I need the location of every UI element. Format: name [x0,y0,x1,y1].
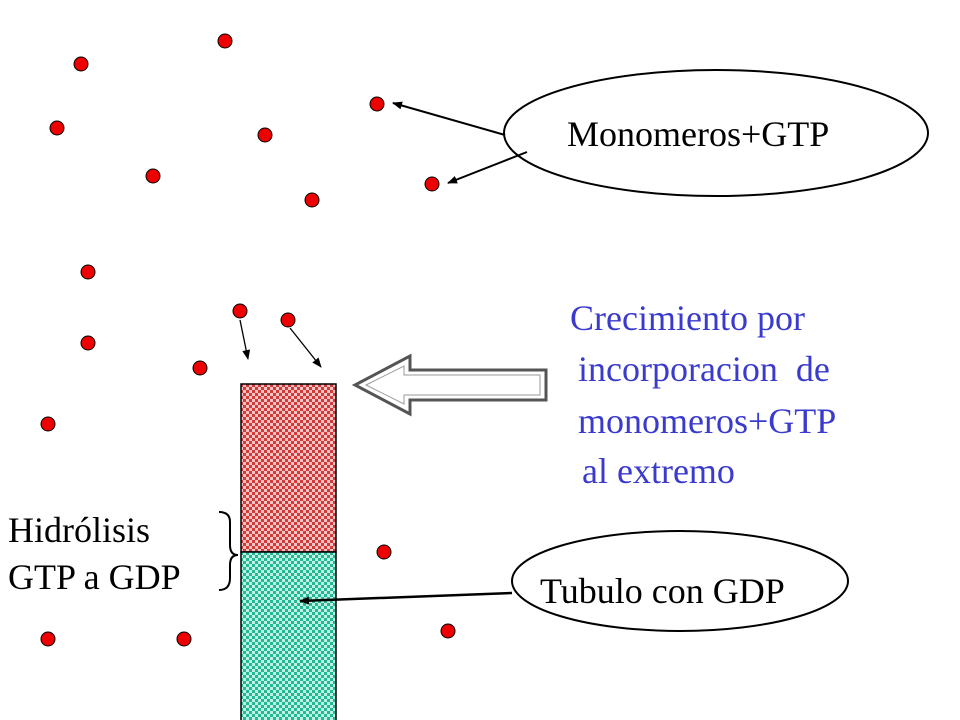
tubule-bubble [511,530,849,632]
gtp-cap-segment [240,383,337,553]
incorporation-arrow [289,327,322,368]
monomer-dot [280,312,296,328]
hydrolysis-brace [218,511,239,591]
monomer-dot [217,33,233,49]
monomer-dot [257,127,273,143]
monomer-dot [424,176,440,192]
monomer-dot [192,360,208,376]
monomers-bubble [503,69,929,197]
tubule-label: Tubulo con GDP [540,571,785,611]
hydrolysis-label-line: Hidrólisis [8,510,151,550]
gdp-tubule-segment [240,551,337,720]
monomer-dot [73,56,89,72]
monomer-dot [232,303,248,319]
monomer-dot [80,335,96,351]
monomer-dot [369,96,385,112]
growth-direction-arrow [351,353,548,417]
hydrolysis-label-line: GTP a GDP [8,557,181,597]
growth-caption-line: al extremo [582,451,735,491]
growth-caption-line: monomeros+GTP [578,401,837,441]
monomer-dot [40,416,56,432]
monomer-dot [145,168,161,184]
growth-direction-arrow-inner [364,365,541,405]
tubule-pointer-arrow [299,591,513,605]
monomer-dot [80,264,96,280]
monomer-dot [49,120,65,136]
monomer-dot [304,192,320,208]
growth-caption-line: incorporacion de [578,349,830,389]
monomer-dot [40,631,56,647]
monomer-dot [376,544,392,560]
growth-caption-line: Crecimiento por [570,298,805,338]
monomers-label: Monomeros+GTP [567,114,830,154]
monomers-pointer-arrow [447,151,528,184]
incorporation-arrow [239,319,251,360]
free-monomers [40,33,456,647]
monomer-dot [440,623,456,639]
monomer-dot [176,631,192,647]
monomers-pointer-arrow [392,101,506,136]
